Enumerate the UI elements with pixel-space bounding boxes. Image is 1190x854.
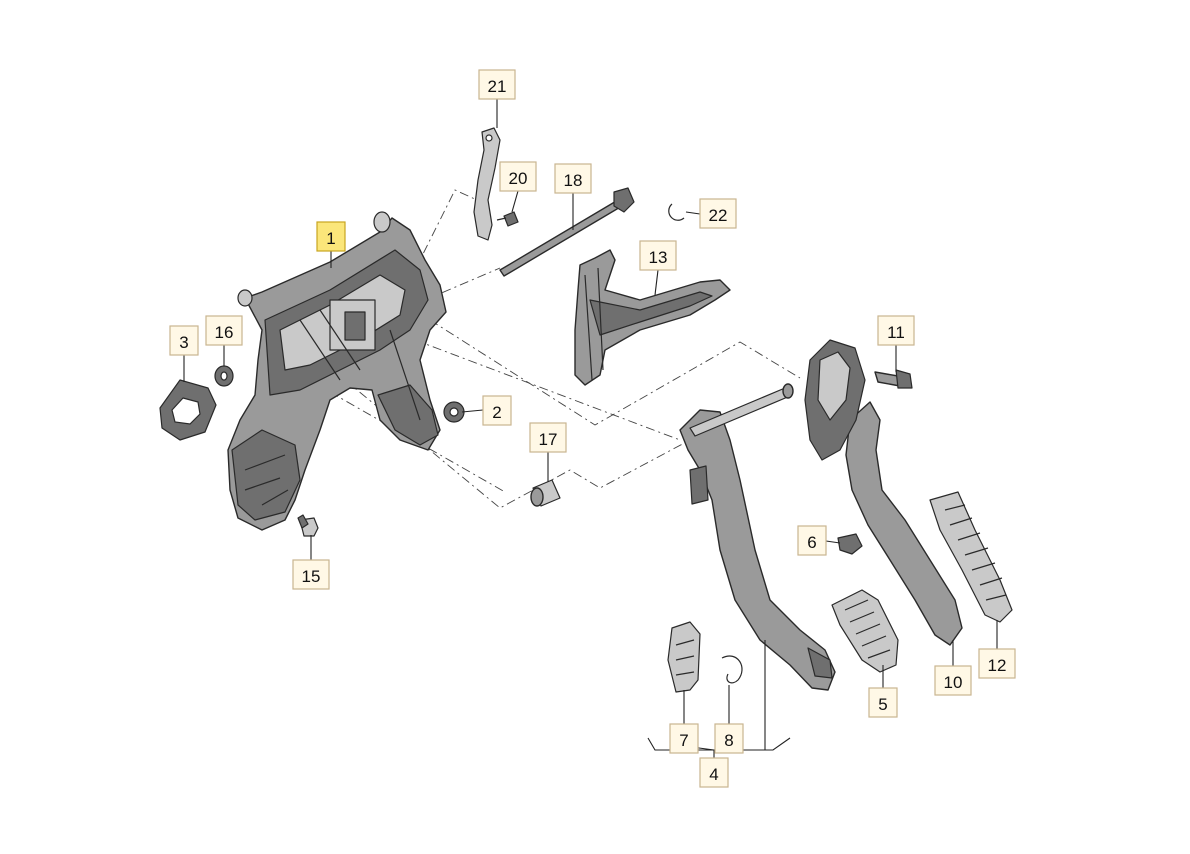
- callout-15[interactable]: 15: [292, 559, 330, 590]
- pedal-10-part: [804, 339, 963, 646]
- callout-5[interactable]: 5: [868, 687, 898, 718]
- pedal-pad-5-part: [831, 589, 899, 673]
- callout-20[interactable]: 20: [499, 161, 537, 192]
- callout-18[interactable]: 18: [554, 163, 592, 194]
- callout-12[interactable]: 12: [978, 648, 1016, 679]
- svg-text:16: 16: [215, 323, 234, 342]
- svg-text:5: 5: [878, 695, 887, 714]
- leader-lines: [183, 99, 998, 758]
- svg-text:10: 10: [944, 673, 963, 692]
- svg-text:15: 15: [302, 567, 321, 586]
- screw-20-part: [496, 211, 519, 227]
- pedal-4-part: [679, 383, 836, 691]
- svg-text:18: 18: [564, 171, 583, 190]
- pedal-bracket-part: [227, 211, 447, 531]
- pin-15-part: [297, 514, 319, 537]
- nut-16-part: [214, 365, 234, 387]
- clip-7-part: [667, 621, 701, 693]
- callout-16[interactable]: 16: [205, 315, 243, 346]
- callout-13[interactable]: 13: [639, 240, 677, 271]
- callout-17[interactable]: 17: [529, 422, 567, 453]
- pivot-bolt-18-part: [499, 187, 635, 277]
- circlip-22-part: [668, 203, 685, 221]
- nut-2-part: [443, 401, 465, 423]
- callout-6[interactable]: 6: [797, 525, 827, 556]
- svg-text:22: 22: [709, 206, 728, 225]
- svg-text:6: 6: [807, 533, 816, 552]
- callout-8[interactable]: 8: [714, 723, 744, 754]
- svg-text:3: 3: [179, 333, 188, 352]
- clip-6-part: [837, 533, 863, 555]
- callout-3[interactable]: 3: [169, 325, 199, 356]
- bushing-17-part: [530, 479, 561, 507]
- callout-22[interactable]: 22: [699, 198, 737, 229]
- callout-10[interactable]: 10: [934, 665, 972, 696]
- callout-7[interactable]: 7: [669, 723, 699, 754]
- svg-text:7: 7: [679, 731, 688, 750]
- svg-text:11: 11: [887, 323, 905, 342]
- svg-text:4: 4: [709, 765, 718, 784]
- svg-text:17: 17: [539, 430, 558, 449]
- gasket-part: [159, 379, 217, 441]
- callout-11[interactable]: 11: [877, 315, 915, 346]
- pedal-pad-12-part: [929, 491, 1013, 623]
- svg-text:20: 20: [509, 169, 528, 188]
- callout-2[interactable]: 2: [482, 395, 512, 426]
- svg-text:2: 2: [492, 403, 501, 422]
- callout-1[interactable]: 1: [316, 221, 346, 252]
- svg-text:13: 13: [649, 248, 668, 267]
- svg-text:21: 21: [488, 77, 507, 96]
- bolt-11-part: [874, 369, 913, 389]
- lever-13-part: [574, 249, 731, 386]
- svg-text:8: 8: [724, 731, 733, 750]
- clip-8-part: [721, 655, 743, 684]
- svg-text:1: 1: [326, 229, 335, 248]
- lever-21-part: [473, 127, 501, 241]
- callout-21[interactable]: 21: [478, 69, 516, 100]
- svg-text:12: 12: [988, 656, 1007, 675]
- callout-4[interactable]: 4: [699, 757, 729, 788]
